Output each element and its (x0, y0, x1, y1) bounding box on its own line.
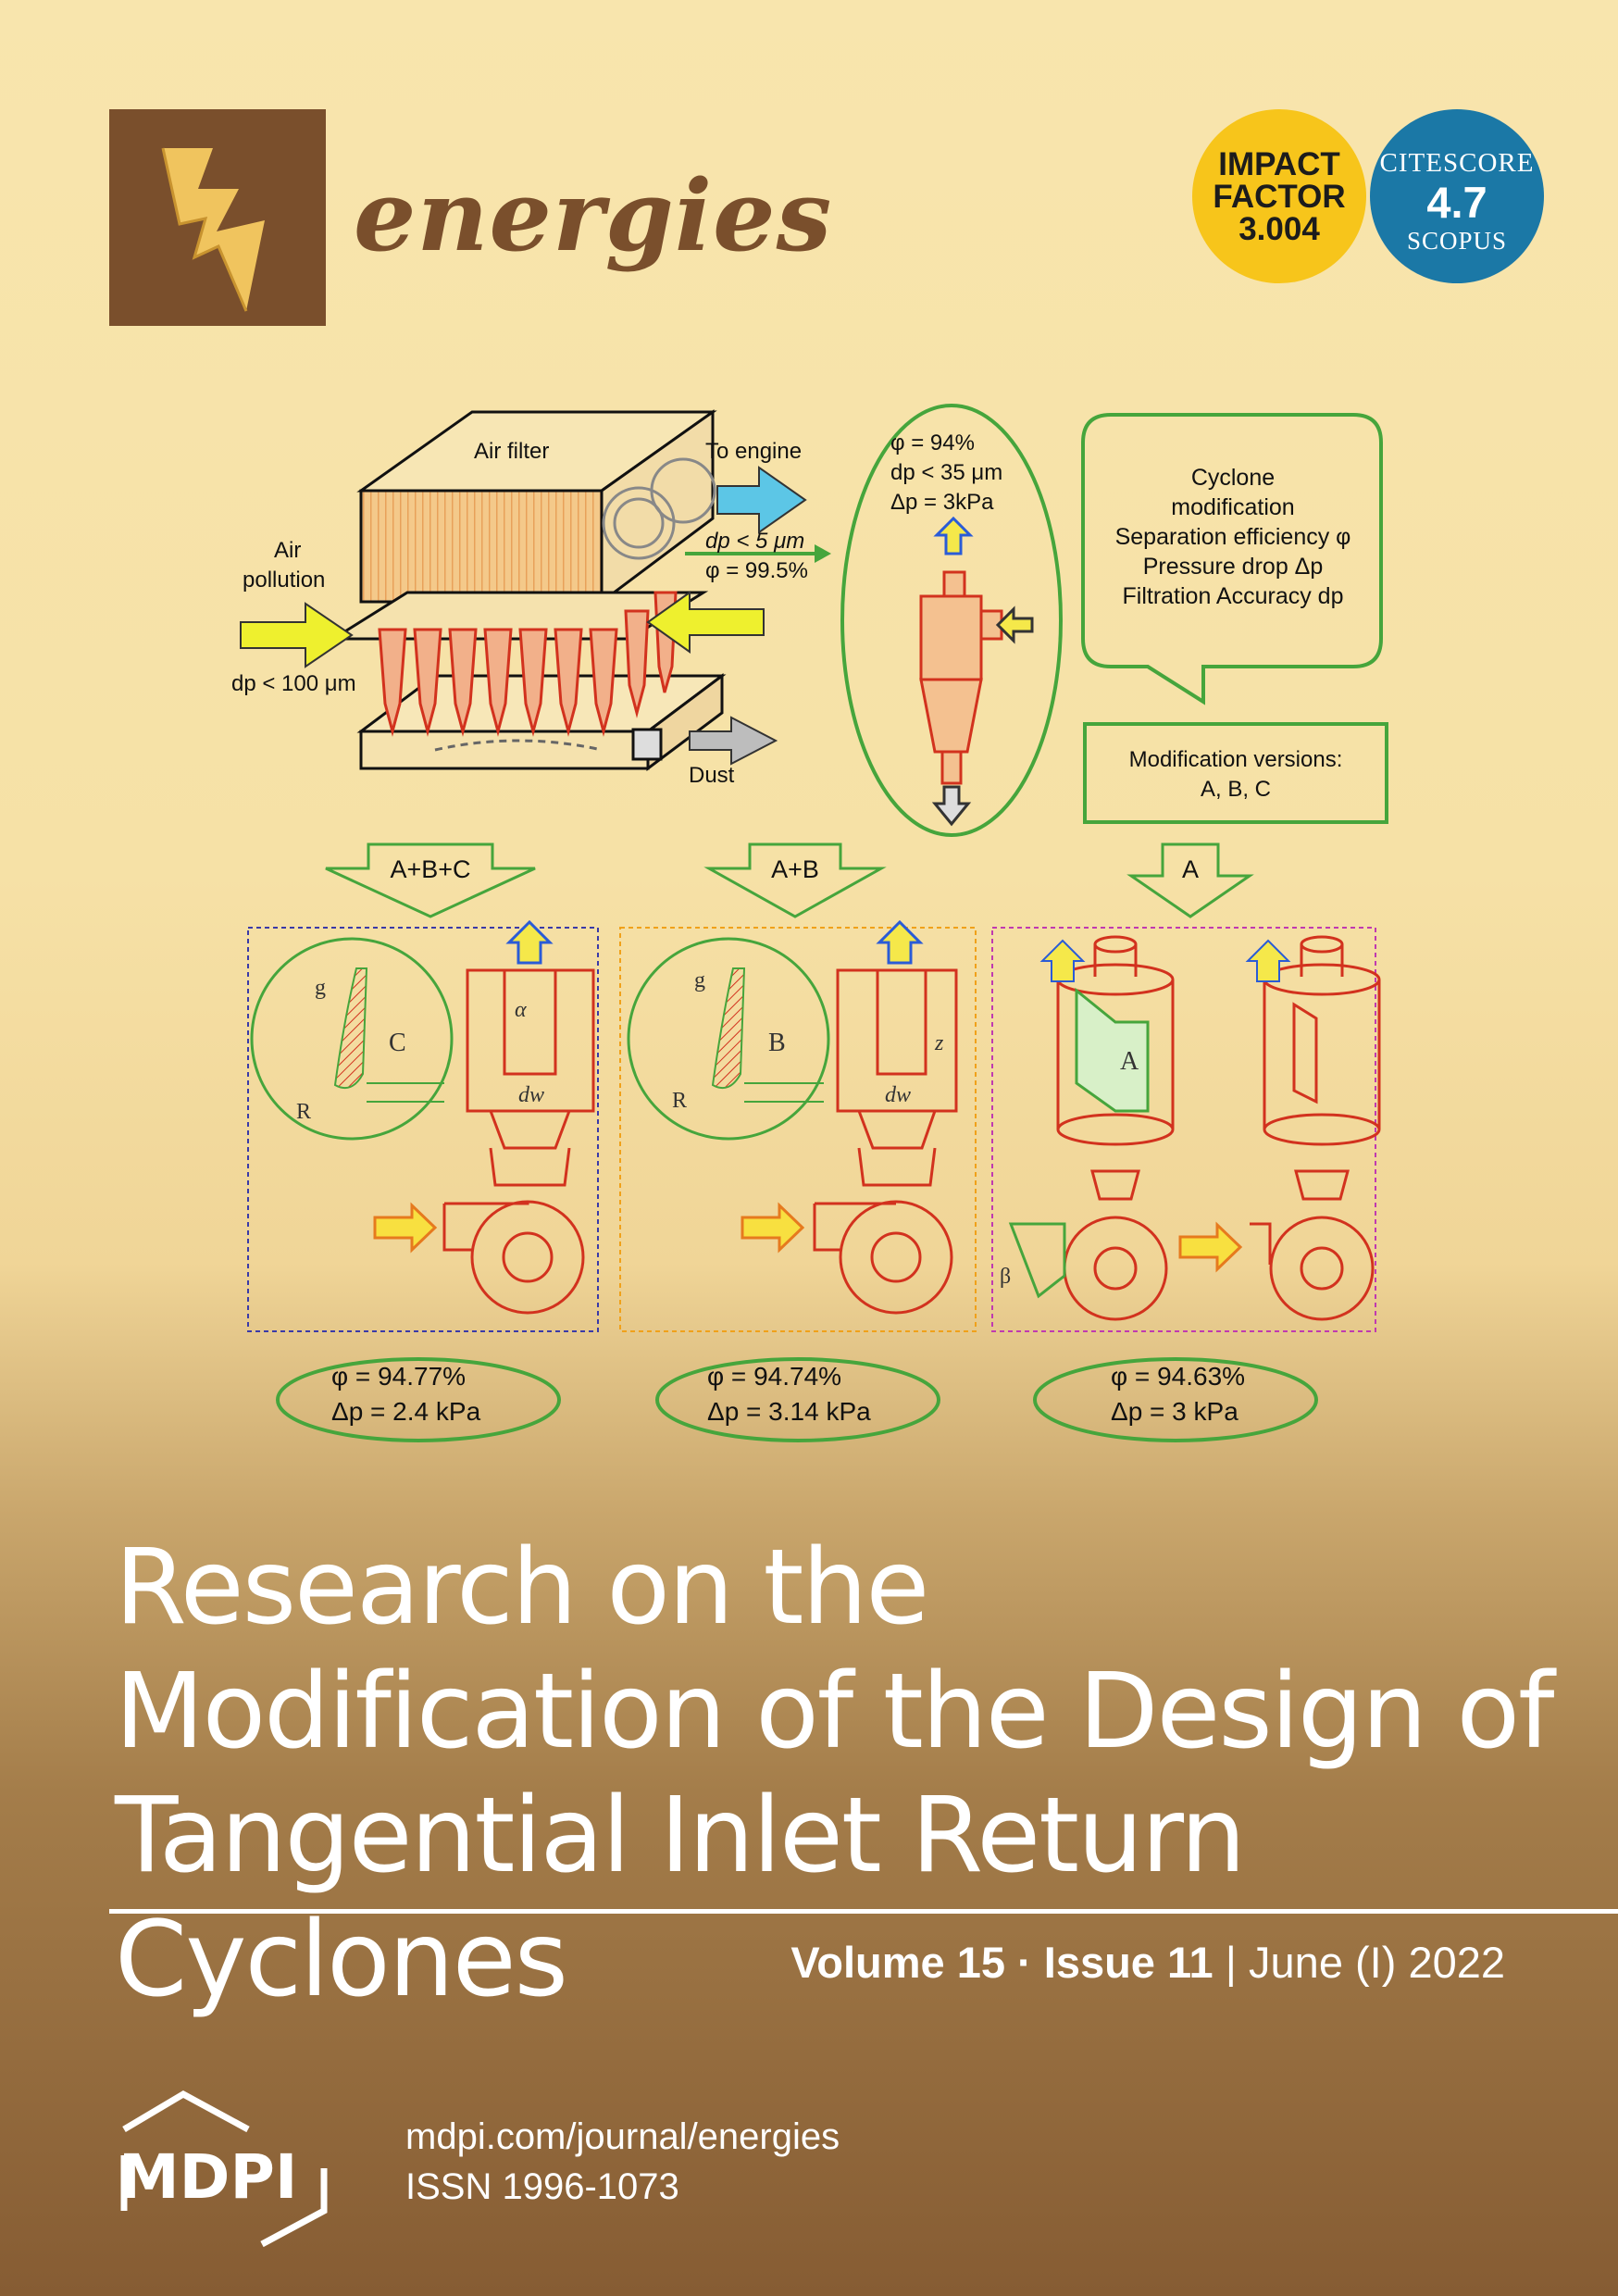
journal-url[interactable]: mdpi.com/journal/energies (405, 2116, 840, 2157)
arrow-a-label: A (1182, 855, 1199, 883)
issue-separator: · (1017, 1938, 1032, 1987)
cyclone-phi-label: φ = 94% (890, 430, 975, 455)
journal-name: energies (354, 157, 833, 273)
citescore-source: SCOPUS (1406, 227, 1508, 255)
inlet-arrow-a (1178, 1221, 1243, 1273)
cyclone-dp-label: dp < 35 μm (890, 460, 1002, 485)
arrow-ab (703, 842, 887, 918)
cyclone-modification-bubble (1081, 413, 1383, 705)
citescore-value: 4.7 (1426, 178, 1487, 227)
label-z: z (934, 1031, 944, 1055)
dp-input-label: dp < 100 μm (231, 671, 356, 696)
result-phi-a: φ = 94.63% (1111, 1362, 1245, 1391)
result-phi-abc: φ = 94.77% (331, 1362, 466, 1391)
lightning-icon (161, 147, 265, 312)
panel-a (991, 927, 1376, 1332)
versions-line-2: A, B, C (1201, 777, 1271, 802)
air-pollution-label-1: Air (274, 538, 301, 563)
issue-date: June (I) 2022 (1249, 1938, 1505, 1987)
citescore-badge: CITESCORE 4.7 SCOPUS (1370, 109, 1544, 283)
result-dp-a: Δp = 3 kPa (1111, 1397, 1238, 1426)
result-ellipse-ab (655, 1357, 940, 1442)
spec-phi-label: φ = 99.5% (705, 558, 808, 583)
label-r-1: R (296, 1100, 311, 1124)
mdpi-wordmark: MDPI (118, 2141, 297, 2213)
cyclone-dpress-label: Δp = 3kPa (890, 490, 994, 515)
arrow-abc (325, 842, 536, 918)
inlet-arrow-abc (373, 1202, 438, 1254)
label-dw-1: dw (518, 1083, 544, 1107)
cyclone-3d-a (1008, 935, 1175, 1321)
bubble-line-3: Separation efficiency φ (1115, 524, 1351, 550)
title-divider (109, 1909, 1618, 1914)
label-r-2: R (672, 1089, 687, 1113)
label-g-1: g (315, 976, 326, 1000)
issn: ISSN 1996-1073 (405, 2166, 679, 2207)
impact-factor-badge: IMPACT FACTOR 3.004 (1192, 109, 1366, 283)
issue-bar: | (1225, 1938, 1237, 1987)
to-engine-label: To engine (705, 439, 802, 464)
issue-line: Volume 15 · Issue 11 | June (I) 2022 (790, 1937, 1505, 1988)
label-g-2: g (694, 968, 705, 992)
impact-label-2: FACTOR (1213, 179, 1346, 215)
citescore-label: CITESCORE (1379, 148, 1535, 178)
panel-abc (247, 927, 599, 1332)
label-beta: β (1000, 1265, 1011, 1289)
result-dp-abc: Δp = 2.4 kPa (331, 1397, 481, 1426)
label-a: A (1120, 1047, 1139, 1076)
cyclone-section-ab (813, 919, 958, 1315)
cyclone-highlight (840, 404, 1063, 837)
result-ellipse-a (1033, 1357, 1318, 1442)
journal-logo (109, 109, 326, 326)
result-dp-ab: Δp = 3.14 kPa (707, 1397, 871, 1426)
detail-circle-b (627, 937, 830, 1141)
arrow-ab-label: A+B (771, 855, 819, 883)
panel-ab (619, 927, 977, 1332)
dust-label: Dust (689, 763, 735, 788)
issue-label: Issue 11 (1043, 1938, 1214, 1987)
detail-circle-c (250, 937, 454, 1141)
impact-value: 3.004 (1238, 211, 1320, 247)
bubble-line-5: Filtration Accuracy dp (1123, 583, 1344, 609)
versions-box (1083, 722, 1388, 824)
impact-label-1: IMPACT (1218, 146, 1340, 182)
label-alpha: α (515, 998, 527, 1022)
air-filter-label: Air filter (474, 439, 549, 464)
result-phi-ab: φ = 94.74% (707, 1362, 841, 1391)
cover-figure: Air filter To engine Air pollution dp < … (231, 404, 1388, 1442)
label-dw-2: dw (885, 1083, 911, 1107)
cyclone-3d-alt (1245, 935, 1381, 1321)
arrow-abc-label: A+B+C (390, 855, 470, 883)
air-pollution-label-2: pollution (243, 568, 325, 593)
label-c: C (389, 1029, 406, 1057)
arrow-a (1126, 842, 1254, 918)
mdpi-logo: MDPI (118, 2090, 328, 2248)
label-b: B (768, 1029, 786, 1057)
versions-line-1: Modification versions: (1129, 747, 1343, 772)
cyclone-section-abc (442, 919, 595, 1315)
article-title: Research on the Modification of the Desi… (115, 1528, 1554, 2020)
bubble-line-1: Cyclone (1191, 465, 1275, 491)
air-filter-arrows (240, 466, 831, 766)
spec-dp-label: dp < 5 μm (705, 529, 804, 554)
bubble-line-2: modification (1171, 494, 1294, 520)
result-ellipse-abc (276, 1357, 561, 1442)
bubble-line-4: Pressure drop Δp (1143, 554, 1324, 580)
volume-label: Volume 15 (790, 1938, 1005, 1987)
cyclone-drawing (919, 516, 1034, 827)
inlet-arrow-ab (741, 1202, 805, 1254)
